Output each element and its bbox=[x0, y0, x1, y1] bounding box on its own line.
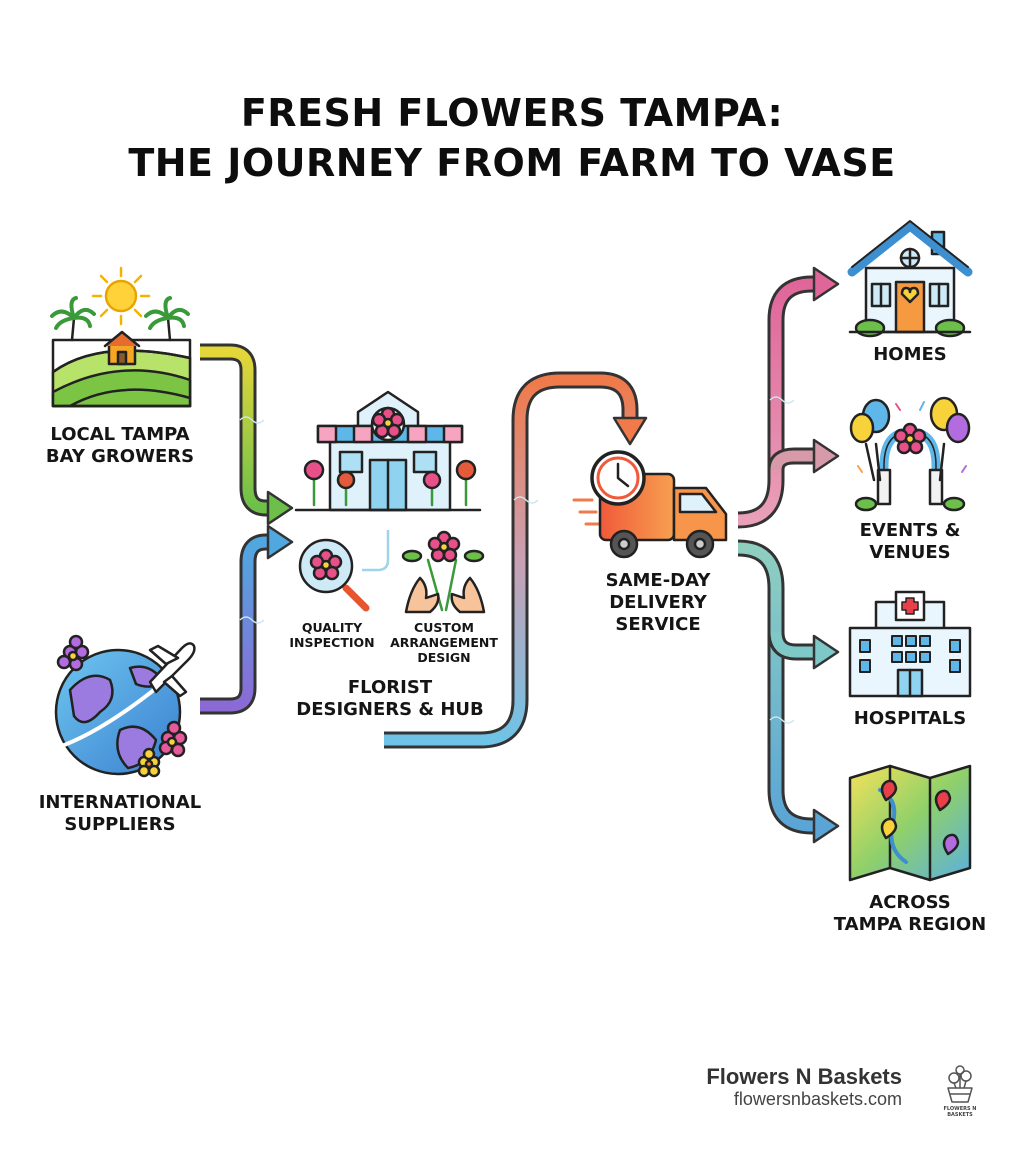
label-delivery-line3: SERVICE bbox=[615, 614, 701, 635]
arrow-delivery-to-events bbox=[767, 438, 840, 474]
brand-name: Flowers N Baskets bbox=[706, 1064, 902, 1089]
arrow-delivery-to-hospitals bbox=[767, 631, 840, 670]
label-quality-inspection: QUALITY INSPECTION bbox=[280, 620, 384, 650]
label-region-line1: ACROSS bbox=[869, 892, 951, 913]
label-region-line2: TAMPA REGION bbox=[833, 914, 987, 935]
brand-logo-icon bbox=[947, 1065, 973, 1103]
label-florist-line1: FLORIST bbox=[347, 677, 433, 698]
delivery-truck-clock-icon bbox=[572, 450, 728, 559]
label-custom-line3: DESIGN bbox=[417, 650, 471, 665]
label-custom-line2: ARRANGEMENT bbox=[390, 635, 498, 650]
label-international-line2: SUPPLIERS bbox=[64, 814, 176, 835]
label-quality-line1: QUALITY bbox=[301, 620, 363, 635]
arrow-delivery-to-region bbox=[737, 539, 840, 844]
magnifier-flower-icon bbox=[298, 538, 370, 612]
hands-arranging-flowers-icon bbox=[401, 530, 486, 614]
label-florist-line2: DESIGNERS & HUB bbox=[296, 699, 484, 720]
hub-connector-line bbox=[362, 530, 390, 572]
label-international-suppliers: INTERNATIONAL SUPPLIERS bbox=[20, 792, 220, 836]
title-line-2: THE JOURNEY FROM FARM TO VASE bbox=[128, 141, 896, 185]
label-hospitals-line1: HOSPITALS bbox=[853, 708, 967, 729]
title-line-1: FRESH FLOWERS TAMPA: bbox=[240, 91, 784, 135]
label-local-growers: LOCAL TAMPA BAY GROWERS bbox=[30, 424, 210, 468]
label-same-day-delivery: SAME-DAY DELIVERY SERVICE bbox=[570, 570, 746, 636]
label-local-growers-line1: LOCAL TAMPA bbox=[50, 424, 190, 445]
label-custom-arrangement: CUSTOM ARRANGEMENT DESIGN bbox=[384, 620, 504, 665]
arrow-international-to-hub bbox=[200, 524, 294, 715]
brand-logo-text: FLOWERS N BASKETS bbox=[943, 1106, 977, 1118]
decorative-doodles bbox=[239, 396, 795, 724]
label-events-venues: EVENTS & VENUES bbox=[830, 520, 990, 564]
brand-url: flowersnbaskets.com bbox=[733, 1089, 902, 1109]
label-custom-line1: CUSTOM bbox=[414, 620, 474, 635]
farm-sun-palms-icon bbox=[50, 266, 192, 408]
house-icon bbox=[847, 220, 973, 338]
label-quality-line2: INSPECTION bbox=[289, 635, 375, 650]
label-hospitals: HOSPITALS bbox=[830, 708, 990, 730]
arrow-local-to-hub bbox=[200, 343, 294, 526]
map-pins-icon bbox=[848, 764, 972, 882]
label-events-line1: EVENTS & bbox=[859, 520, 961, 541]
label-across-tampa-region: ACROSS TAMPA REGION bbox=[820, 892, 1000, 936]
label-homes-line1: HOMES bbox=[873, 344, 947, 365]
arrow-delivery-to-homes bbox=[737, 266, 840, 529]
label-delivery-line2: DELIVERY bbox=[609, 592, 707, 613]
balloon-arch-icon bbox=[849, 396, 971, 512]
page-title: FRESH FLOWERS TAMPA: THE JOURNEY FROM FA… bbox=[0, 88, 1024, 188]
globe-airplane-icon bbox=[54, 634, 196, 778]
label-international-line1: INTERNATIONAL bbox=[38, 792, 202, 813]
label-local-growers-line2: BAY GROWERS bbox=[45, 446, 195, 467]
arrow-hub-to-delivery bbox=[384, 371, 648, 749]
label-events-line2: VENUES bbox=[869, 542, 951, 563]
label-homes: HOMES bbox=[830, 344, 990, 366]
label-florist-hub: FLORIST DESIGNERS & HUB bbox=[290, 677, 490, 721]
label-delivery-line1: SAME-DAY bbox=[605, 570, 711, 591]
flower-shop-icon bbox=[294, 390, 482, 512]
hospital-icon bbox=[848, 590, 972, 698]
